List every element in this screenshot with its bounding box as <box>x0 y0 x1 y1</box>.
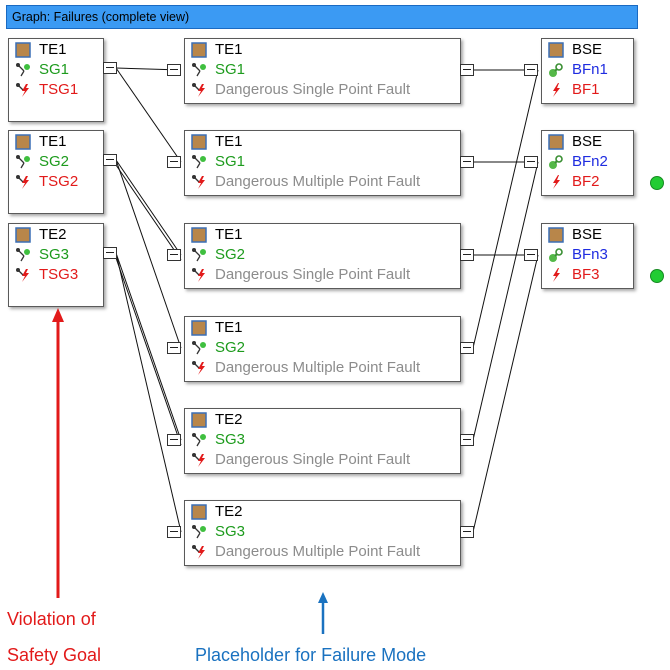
collapse-port[interactable] <box>460 156 474 168</box>
node-goal-label: SG3 <box>39 246 70 263</box>
node-element-label: TE1 <box>39 41 67 58</box>
node-element-label: TE1 <box>215 133 243 150</box>
node-failure-mode-label: Dangerous Single Point Fault <box>215 451 411 468</box>
graph-edge <box>472 69 539 349</box>
graph-edge <box>115 164 182 261</box>
node-goal-label: SG2 <box>215 339 246 356</box>
node-goal-label: SG1 <box>39 61 70 78</box>
node-element-label: TE1 <box>39 133 67 150</box>
node-failure-mode-label: Dangerous Multiple Point Fault <box>215 173 421 190</box>
collapse-port[interactable] <box>460 249 474 261</box>
node-failure-mode-label: Dangerous Multiple Point Fault <box>215 543 421 560</box>
collapse-port[interactable] <box>524 156 538 168</box>
collapse-port[interactable] <box>524 64 538 76</box>
node-failure-label: BF3 <box>572 266 600 283</box>
collapse-port[interactable] <box>167 156 181 168</box>
violation-arrow-icon <box>52 308 64 598</box>
node-element-label: TE1 <box>215 319 243 336</box>
placeholder-label: Placeholder for Failure Mode <box>195 645 427 665</box>
node-goal-label: SG3 <box>215 431 246 448</box>
node-violation-label: TSG2 <box>39 173 79 190</box>
graph-edge <box>115 67 182 163</box>
node-function-label: BFn2 <box>572 153 608 170</box>
status-ok-icon <box>650 176 664 190</box>
graph-edge <box>472 161 539 441</box>
node-element-label: TE2 <box>39 226 67 243</box>
node-failure-mode-label: Dangerous Single Point Fault <box>215 266 411 283</box>
collapse-port[interactable] <box>103 154 117 166</box>
graph-edge <box>115 159 182 349</box>
node-goal-label: SG1 <box>215 153 246 170</box>
node-function-label: BFn1 <box>572 61 608 78</box>
collapse-port[interactable] <box>167 342 181 354</box>
collapse-port[interactable] <box>460 526 474 538</box>
node-function-label: BFn3 <box>572 246 608 263</box>
node-element-label: BSE <box>572 133 603 150</box>
node-failure-mode-label: Dangerous Single Point Fault <box>215 81 411 98</box>
node-element-label: BSE <box>572 226 603 243</box>
node-element-label: TE2 <box>215 503 243 520</box>
collapse-port[interactable] <box>167 249 181 261</box>
node-element-label: TE1 <box>215 226 243 243</box>
collapse-port[interactable] <box>460 342 474 354</box>
window-titlebar: Graph: Failures (complete view) <box>6 5 638 29</box>
graph-edge <box>115 257 182 446</box>
collapse-port[interactable] <box>167 526 181 538</box>
status-ok-icon <box>650 269 664 283</box>
graph-edge <box>115 159 182 256</box>
node-violation-label: TSG1 <box>39 81 79 98</box>
graph-edge <box>472 254 539 533</box>
collapse-port[interactable] <box>167 64 181 76</box>
collapse-port[interactable] <box>460 64 474 76</box>
node-goal-label: SG1 <box>215 61 246 78</box>
node-goal-label: SG2 <box>215 246 246 263</box>
node-violation-label: TSG3 <box>39 266 79 283</box>
graph-edge <box>115 252 182 441</box>
node-element-label: BSE <box>572 41 603 58</box>
collapse-port[interactable] <box>167 434 181 446</box>
placeholder-arrow-icon <box>318 592 328 634</box>
violation-label-line2: Safety Goal <box>7 645 102 665</box>
node-failure-mode-label: Dangerous Multiple Point Fault <box>215 359 421 376</box>
collapse-port[interactable] <box>460 434 474 446</box>
node-failure-label: BF1 <box>572 81 600 98</box>
violation-label-line1: Violation of <box>7 609 96 629</box>
window-title: Graph: Failures (complete view) <box>12 10 190 24</box>
node-element-label: TE1 <box>215 41 243 58</box>
node-element-label: TE2 <box>215 411 243 428</box>
collapse-port[interactable] <box>524 249 538 261</box>
node-goal-label: SG2 <box>39 153 70 170</box>
node-failure-label: BF2 <box>572 173 600 190</box>
graph-edge <box>115 252 182 533</box>
collapse-port[interactable] <box>103 247 117 259</box>
collapse-port[interactable] <box>103 62 117 74</box>
node-goal-label: SG3 <box>215 523 246 540</box>
